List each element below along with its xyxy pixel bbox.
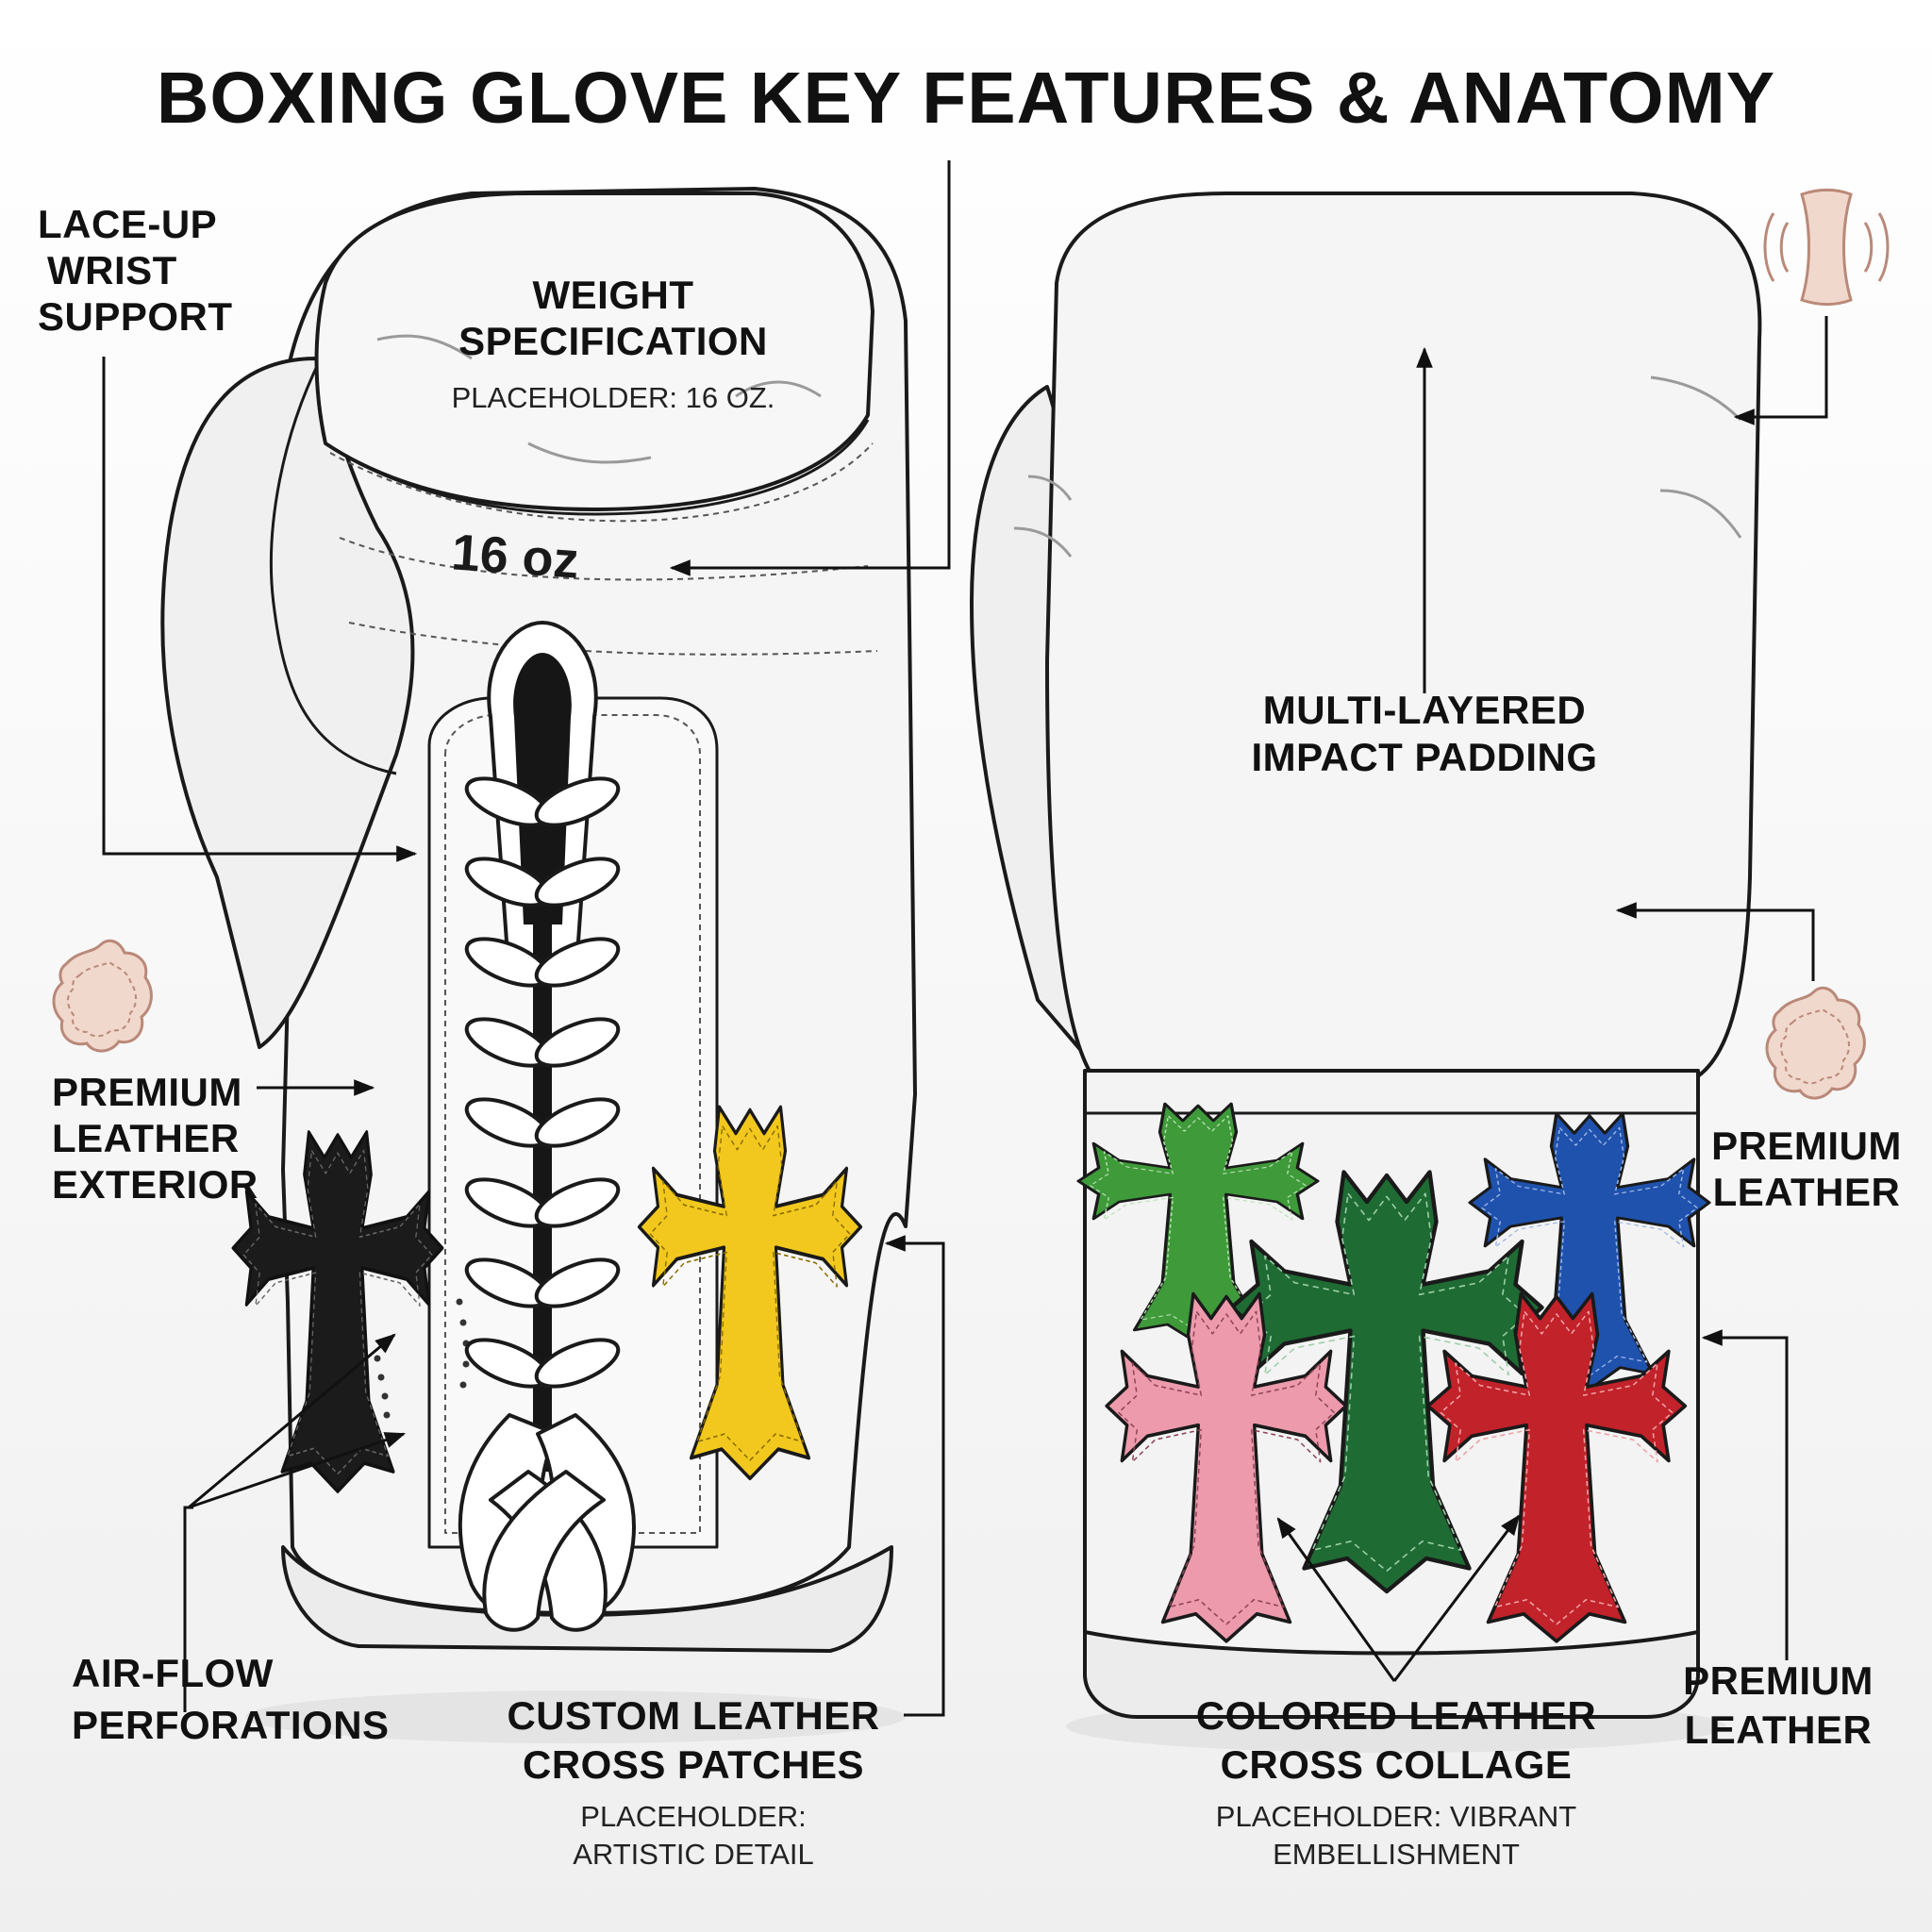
label-custom-cross-placeholder: PLACEHOLDER: ARTISTIC DETAIL <box>462 1798 924 1874</box>
arrow-lace-up <box>102 357 418 862</box>
label-line: ARTISTIC DETAIL <box>573 1838 814 1871</box>
label-line: PREMIUM <box>52 1070 242 1114</box>
arrow-premium-leather-2 <box>1701 1329 1789 1660</box>
label-weight-placeholder: PLACEHOLDER: 16 OZ. <box>451 381 775 414</box>
label-line: WRIST <box>47 248 177 292</box>
label-custom-leather-cross-patches: CUSTOM LEATHER CROSS PATCHES <box>462 1691 924 1790</box>
left-glove-laces <box>464 776 621 1389</box>
right-glove-wrinkle-3 <box>1013 526 1073 558</box>
right-glove-body <box>1045 192 1762 1087</box>
leather-hide-icon <box>1765 986 1866 1100</box>
left-glove-wrinkle-2 <box>735 380 822 398</box>
label-line: PREMIUM <box>1683 1658 1874 1703</box>
right-glove-wrinkle-1 <box>1650 375 1742 422</box>
left-glove-lace-knot <box>458 1413 636 1632</box>
label-line: CUSTOM LEATHER <box>507 1693 880 1738</box>
label-colored-collage-placeholder: PLACEHOLDER: VIBRANT EMBELLISHMENT <box>1160 1798 1632 1874</box>
left-glove <box>160 187 917 1653</box>
label-line: EXTERIOR <box>52 1162 258 1207</box>
label-line: LEATHER <box>1684 1707 1873 1752</box>
weight-stamp: 16 oz <box>450 524 581 589</box>
label-line: PLACEHOLDER: <box>580 1800 807 1833</box>
leather-hide-icon <box>52 939 153 1053</box>
left-glove-shadow <box>245 1690 906 1743</box>
right-glove <box>970 192 1762 1719</box>
label-line: SUPPORT <box>38 294 233 339</box>
vibration-padding-icon <box>1763 189 1890 306</box>
label-line: LEATHER <box>1712 1170 1901 1214</box>
right-glove-cuff-band <box>1083 1630 1700 1719</box>
left-glove-cap-roll <box>325 419 870 516</box>
label-lace-up-wrist-support: LACE-UP WRIST SUPPORT <box>38 201 233 340</box>
label-line: AIR-FLOW <box>72 1651 274 1695</box>
arrow-collage-1 <box>1276 1517 1396 1682</box>
left-glove-thumb-seam <box>269 358 397 775</box>
arrow-air-flow-1 <box>188 1333 396 1509</box>
label-line: EMBELLISHMENT <box>1273 1838 1520 1871</box>
page-title: BOXING GLOVE KEY FEATURES & ANATOMY <box>156 58 1776 139</box>
arrow-custom-cross <box>884 1235 945 1717</box>
arrow-collage-2 <box>1392 1514 1521 1682</box>
label-line: SPECIFICATION <box>458 319 768 363</box>
left-glove-lace-panel-stitch <box>444 714 701 1534</box>
label-line: PLACEHOLDER: VIBRANT <box>1215 1800 1577 1833</box>
right-glove-wrinkle-2 <box>1659 489 1742 539</box>
label-line: IMPACT PADDING <box>1251 735 1598 779</box>
left-glove-wrinkle-3 <box>527 441 652 464</box>
label-premium-leather-upper: PREMIUM LEATHER <box>1689 1123 1924 1215</box>
label-colored-leather-cross-collage: COLORED LEATHER CROSS COLLAGE <box>1160 1691 1632 1790</box>
left-glove-wrinkle-1 <box>376 334 473 360</box>
left-glove-thumb <box>160 357 415 1049</box>
label-air-flow-perforations: AIR-FLOW PERFORATIONS <box>72 1647 390 1751</box>
label-weight-specification: WEIGHT SPECIFICATION <box>396 272 830 364</box>
label-line: CROSS PATCHES <box>523 1742 864 1787</box>
arrow-vibration <box>1733 316 1828 425</box>
arrow-air-flow-2 <box>188 1432 407 1509</box>
label-line: COLORED LEATHER <box>1195 1693 1597 1738</box>
label-multi-layered-impact-padding: MULTI-LAYERED IMPACT PADDING <box>1179 687 1670 781</box>
label-premium-leather-lower: PREMIUM LEATHER <box>1660 1657 1896 1755</box>
left-glove-stitch-2 <box>339 537 869 581</box>
right-glove-wrinkle-4 <box>1027 475 1073 501</box>
label-line: LACE-UP <box>38 202 218 246</box>
label-line: CROSS COLLAGE <box>1220 1742 1573 1787</box>
arrow-premium-leather-1 <box>1615 902 1815 981</box>
arrow-weight-spec <box>669 160 951 576</box>
label-line: LEATHER <box>52 1116 240 1160</box>
left-glove-lace-opening <box>513 653 572 924</box>
callout-lines <box>102 160 1828 1717</box>
label-line: WEIGHT <box>532 273 694 317</box>
left-glove-knuckle-cap <box>314 192 874 511</box>
label-line: MULTI-LAYERED <box>1262 688 1587 732</box>
label-line: PREMIUM <box>1711 1124 1902 1168</box>
label-line: PERFORATIONS <box>72 1703 390 1747</box>
left-glove-stitch-1 <box>329 442 874 523</box>
left-glove-cuff-band <box>281 1545 893 1653</box>
label-premium-leather-exterior: PREMIUM LEATHER EXTERIOR <box>52 1069 258 1208</box>
left-glove-perforations <box>374 1298 470 1419</box>
